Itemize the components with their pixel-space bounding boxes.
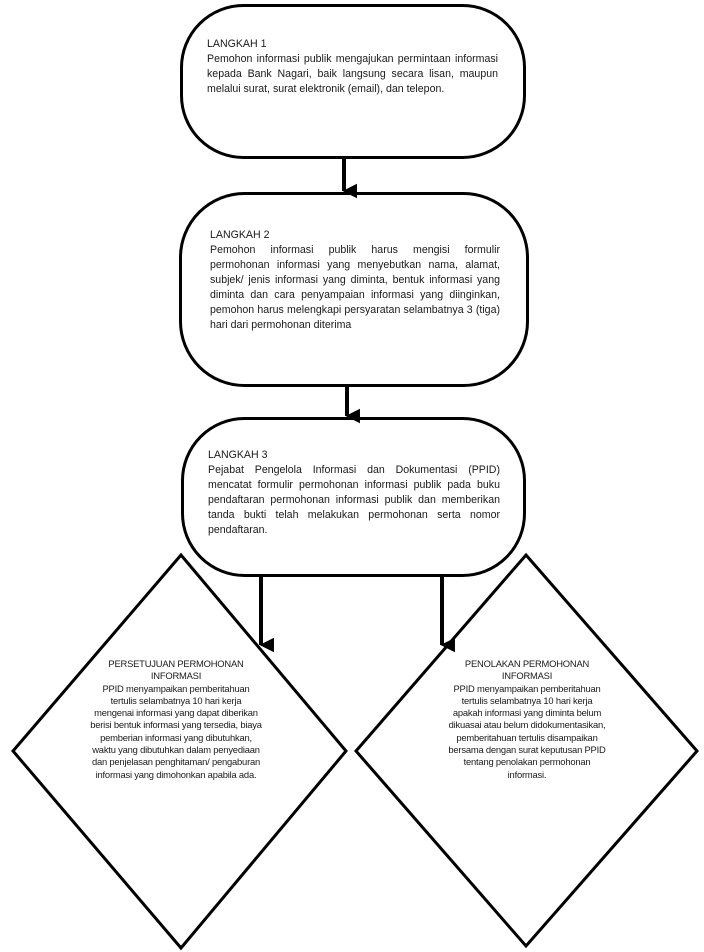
rejection-description: PPID menyampaikan pemberitahuan tertulis… [448, 682, 606, 780]
approval-heading: PERSETUJUAN PERMOHONAN INFORMASI [108, 658, 244, 682]
rejection-diamond [354, 552, 699, 949]
step-3-text: LANGKAH 3 Pejabat Pengelola Informasi da… [208, 448, 500, 558]
step-1-description: Pemohon informasi publik mengajukan perm… [207, 53, 498, 95]
rejection-text: PENOLAKAN PERMOHONAN INFORMASI PPID meny… [446, 658, 608, 848]
step-2-description: Pemohon informasi publik harus mengisi f… [210, 244, 500, 331]
step-2-text: LANGKAH 2 Pemohon informasi publik harus… [210, 228, 500, 368]
step-1-box [180, 4, 526, 159]
approval-description: PPID menyampaikan pemberitahuan tertulis… [90, 682, 262, 780]
step-3-description: Pejabat Pengelola Informasi dan Dokument… [208, 464, 500, 536]
step-1-text: LANGKAH 1 Pemohon informasi publik menga… [207, 37, 498, 137]
step-3-heading: LANGKAH 3 [208, 449, 268, 461]
approval-text: PERSETUJUAN PERMOHONAN INFORMASI PPID me… [90, 658, 262, 858]
step-2-heading: LANGKAH 2 [210, 229, 270, 241]
step-1-heading: LANGKAH 1 [207, 38, 267, 50]
approval-diamond [11, 552, 348, 951]
rejection-heading: PENOLAKAN PERMOHONAN INFORMASI [464, 658, 590, 682]
